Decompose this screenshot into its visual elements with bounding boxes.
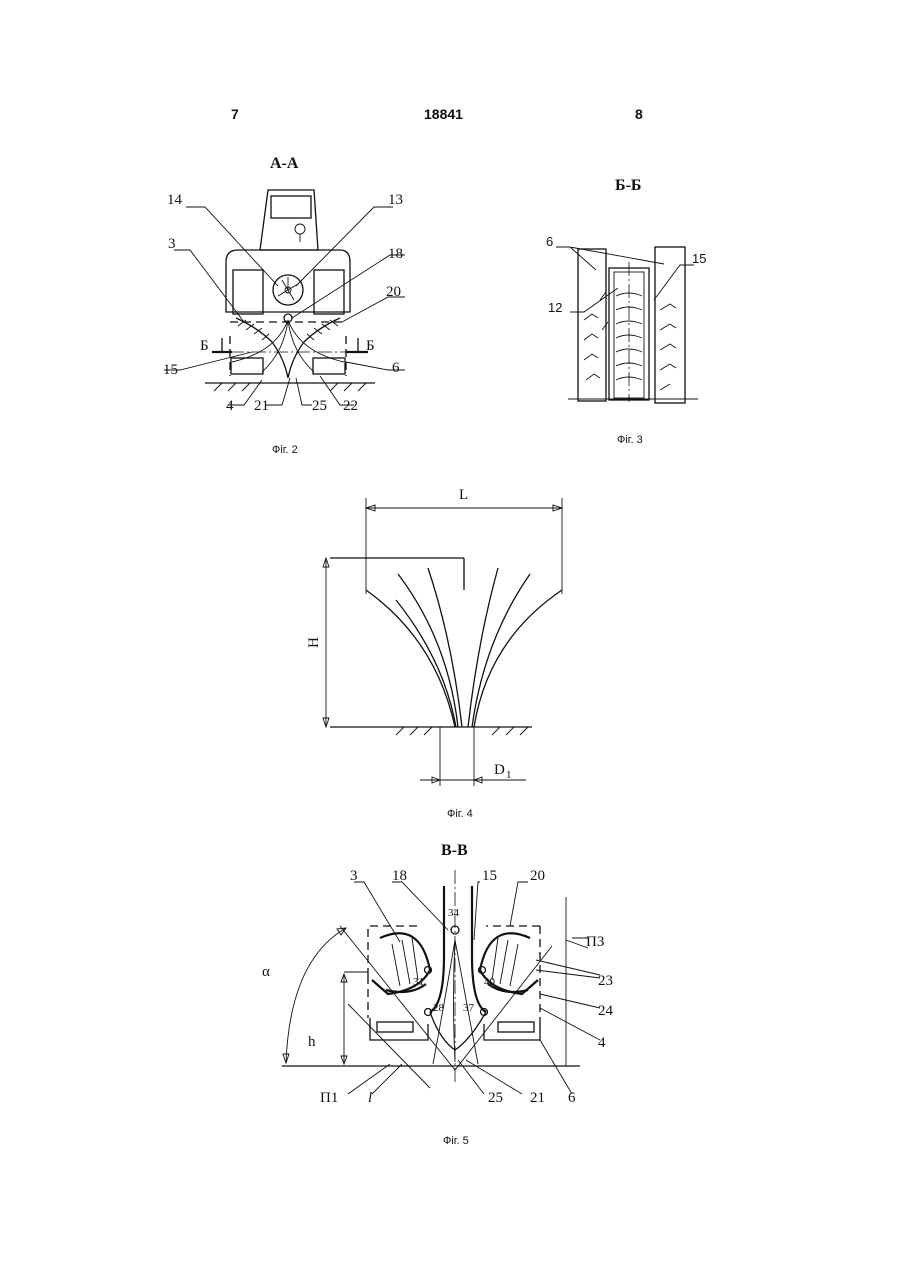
fig2-label-4: 4	[226, 398, 234, 414]
fig2-label-b-left: Б	[200, 338, 209, 354]
fig2-label-13: 13	[388, 192, 403, 208]
fig2-label-25: 25	[312, 398, 327, 414]
fig5-label-23: 23	[598, 973, 613, 989]
fig5-drawing	[282, 870, 600, 1094]
fig2-label-14: 14	[167, 192, 183, 208]
fig4-label-D1-subscript: 1	[506, 769, 512, 781]
fig5-label-4: 4	[598, 1035, 606, 1051]
fig3-label-15: 15	[692, 251, 706, 266]
fig2-label-22: 22	[343, 398, 358, 414]
fig3-label-6: 6	[546, 234, 553, 249]
fig5-label-3: 3	[350, 868, 358, 884]
fig3-label-12: 12	[548, 300, 562, 315]
fig5-label-P3: П3	[586, 934, 604, 950]
fig5-label-37: 37	[463, 1002, 475, 1014]
fig5-label-21: 21	[530, 1090, 545, 1106]
fig5-label-31: 31	[413, 976, 424, 988]
fig2-label-18: 18	[388, 246, 403, 262]
fig2-label-6: 6	[392, 360, 400, 376]
fig4-label-L: L	[459, 487, 468, 503]
fig5-label-28: 28	[433, 1002, 445, 1014]
fig5-label-20: 20	[530, 868, 545, 884]
fig5-label-18: 18	[392, 868, 407, 884]
fig2-label-15: 15	[163, 362, 178, 378]
fig5-label-25: 25	[488, 1090, 503, 1106]
fig5-label-34: 34	[448, 907, 460, 919]
fig5-label-24: 24	[598, 1003, 614, 1019]
fig4-label-H: H	[306, 637, 322, 648]
fig2-drawing	[164, 190, 405, 405]
fig5-label-alpha: α	[262, 964, 270, 980]
fig5-label-h: h	[308, 1034, 316, 1050]
fig5-label-6: 6	[568, 1090, 576, 1106]
fig5-label-40: 40	[484, 976, 496, 988]
fig5-label-15: 15	[482, 868, 497, 884]
fig4-drawing	[323, 498, 562, 786]
fig5-label-l: l	[368, 1090, 372, 1106]
fig2-label-3: 3	[168, 236, 176, 252]
fig2-label-b-right: Б	[366, 338, 375, 354]
fig2-label-20: 20	[386, 284, 401, 300]
fig4-label-D1: D	[494, 762, 505, 778]
fig3-drawing	[556, 247, 698, 403]
fig5-label-P1: П1	[320, 1090, 338, 1106]
fig2-label-21: 21	[254, 398, 269, 414]
